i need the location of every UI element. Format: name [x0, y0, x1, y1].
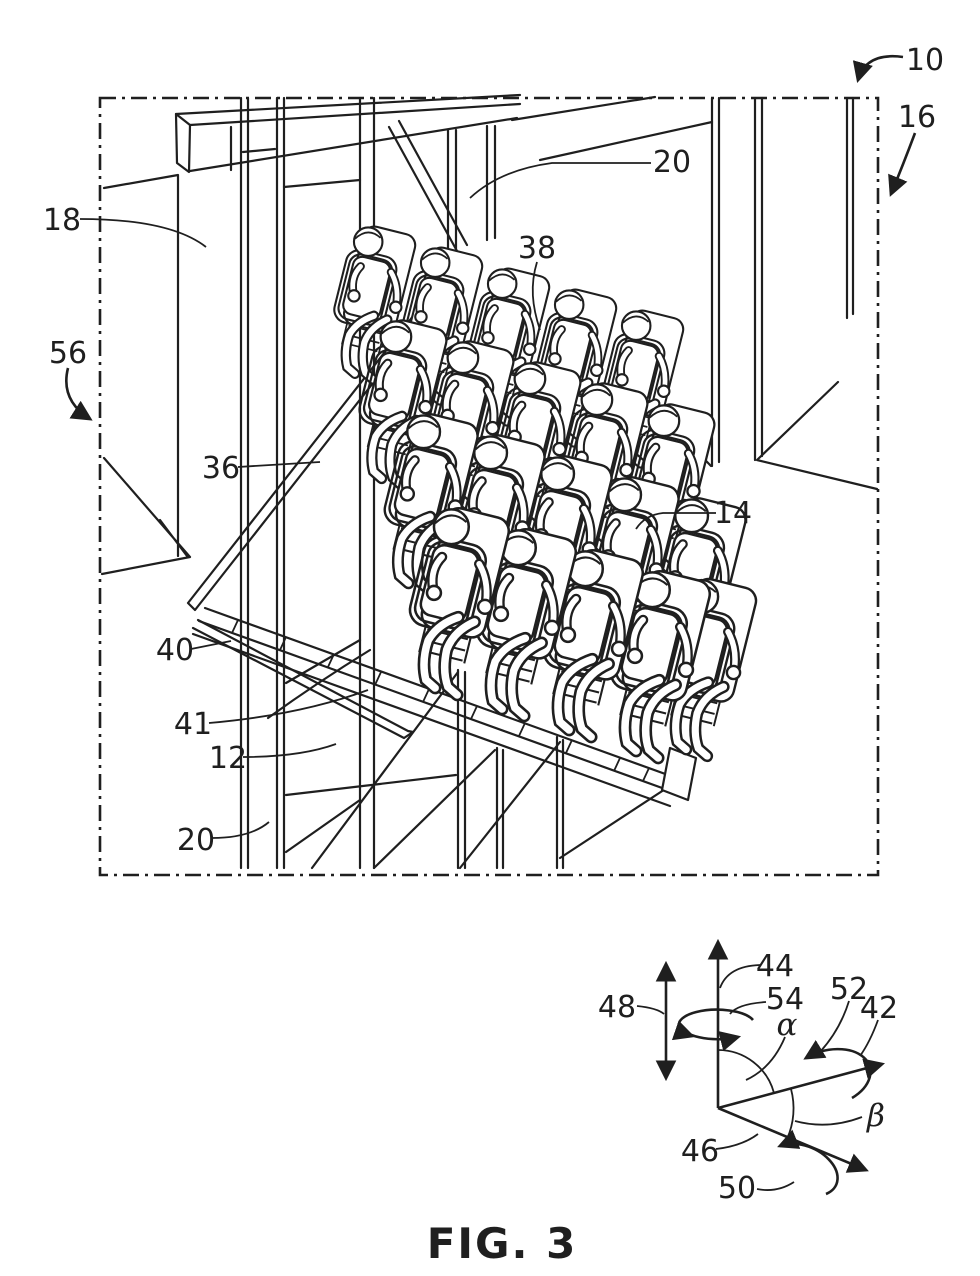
lateral-axis-line	[717, 1106, 869, 1173]
ref-40: 40	[156, 633, 194, 668]
alpha-angle-arc	[717, 1049, 775, 1094]
leader-lines	[65, 54, 917, 839]
ride-vehicle	[186, 281, 698, 808]
yaw-rotation-arrow	[671, 1008, 754, 1041]
ref-10: 10	[906, 43, 944, 78]
beta-angle-arc	[786, 1088, 795, 1140]
ref-46: 46	[681, 1134, 719, 1169]
ref-20-top: 20	[653, 145, 691, 180]
alpha-symbol: α	[777, 1007, 798, 1043]
ref-18: 18	[43, 203, 81, 238]
motion-axes-diagram: 44 48 54 52 42 46 50 α β	[598, 938, 898, 1206]
ref-56: 56	[49, 336, 87, 371]
ref-38: 38	[518, 231, 556, 266]
figure-caption: FIG. 3	[427, 1219, 578, 1268]
boundary-box	[98, 96, 880, 877]
longitudinal-axis-line	[717, 1058, 886, 1110]
ref-48: 48	[598, 990, 636, 1025]
ref-36: 36	[202, 451, 240, 486]
ref-50: 50	[718, 1171, 756, 1206]
ref-20-bottom: 20	[177, 823, 215, 858]
ref-41: 41	[174, 707, 212, 742]
ref-16: 16	[898, 100, 936, 135]
passengers	[326, 222, 759, 758]
show-building-structure	[100, 93, 879, 870]
ref-12: 12	[209, 741, 247, 776]
roll-rotation-arrow	[803, 1039, 872, 1100]
pitch-rotation-arrow	[777, 1129, 839, 1196]
ref-44: 44	[756, 949, 794, 984]
ref-42: 42	[860, 991, 898, 1026]
reference-labels: 10 16 18 20 38 56 36 14 40 41 12 20	[43, 43, 944, 858]
ref-14: 14	[714, 496, 752, 531]
beta-symbol: β	[866, 1098, 885, 1134]
ref-54: 54	[766, 982, 804, 1017]
ref-52: 52	[830, 972, 868, 1007]
